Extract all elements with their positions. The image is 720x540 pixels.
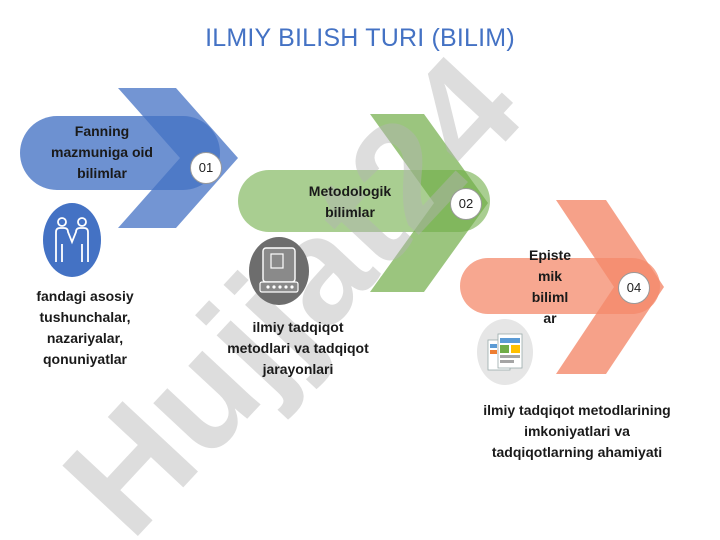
handshake-people-icon <box>42 202 102 283</box>
step-3-label: Episte mik biliml ar <box>528 247 571 326</box>
step-1-number: 01 <box>190 152 222 184</box>
step-1-label: Fanning mazmuniga oid bilimlar <box>51 123 153 181</box>
step-1-description: fandagi asosiy tushunchalar, nazariyalar… <box>36 288 134 367</box>
step-3-number: 04 <box>618 272 650 304</box>
page-title: ILMIY BILISH TURI (BILIM) <box>205 24 515 52</box>
step-2-description: ilmiy tadqiqot metodlari va tadqiqot jar… <box>227 319 369 377</box>
step-2-label: Metodologik bilimlar <box>308 183 392 220</box>
step-2-number: 02 <box>450 188 482 220</box>
device-panel-icon <box>248 236 310 311</box>
app-windows-icon <box>476 318 534 391</box>
step-3-description: ilmiy tadqiqot metodlarining imkoniyatla… <box>483 402 671 460</box>
